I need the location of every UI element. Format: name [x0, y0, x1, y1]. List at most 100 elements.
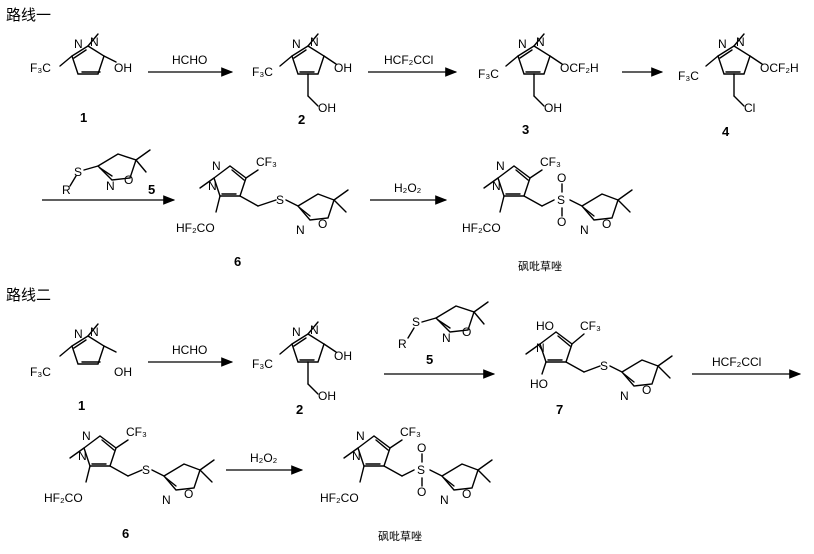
- compound-2-route2: N N F₃C OH OH 2: [252, 321, 352, 417]
- atom-O: O: [557, 171, 566, 185]
- group-oh: OH: [318, 389, 336, 403]
- compound-number: 1: [80, 110, 87, 125]
- atom-N: N: [90, 35, 99, 49]
- compound-6-route2: N N CF₃ HF₂CO S N O 6: [44, 425, 215, 541]
- compound-2-route1: N N F₃C OH OH 2: [252, 33, 352, 127]
- group-oh: OH: [334, 349, 352, 363]
- atom-N: N: [352, 449, 361, 463]
- atom-O: O: [318, 217, 327, 231]
- group-hf2co: HF₂CO: [320, 491, 359, 505]
- atom-N: N: [536, 341, 545, 355]
- compound-1-route2: N N F₃C OH 1: [30, 323, 132, 413]
- atom-S: S: [412, 315, 420, 329]
- atom-N: N: [718, 37, 727, 51]
- atom-N: N: [212, 159, 221, 173]
- atom-O: O: [462, 487, 471, 501]
- atom-O: O: [642, 383, 651, 397]
- atom-S: S: [557, 193, 565, 207]
- atom-HO: HO: [536, 319, 554, 333]
- reagent-hcho: HCHO: [172, 53, 207, 67]
- atom-N: N: [580, 223, 589, 237]
- atom-cl: Cl: [744, 101, 755, 115]
- atom-N: N: [292, 325, 301, 339]
- atom-N: N: [292, 37, 301, 51]
- product-route1: N N CF₃ HF₂CO S O O N O 砜吡草唑: [462, 155, 633, 273]
- reagent-5-route2: S R N O 5: [398, 301, 489, 367]
- reagent-hcf2ccl: HCF₂CCl: [384, 53, 433, 67]
- atom-N: N: [492, 179, 501, 193]
- atom-N: N: [496, 159, 505, 173]
- compound-number: 2: [296, 402, 303, 417]
- compound-4: N N F₃C OCF₂H Cl 4: [678, 33, 799, 139]
- group-cf3: CF₃: [126, 425, 147, 439]
- atom-N: N: [310, 35, 319, 49]
- group-f3c: F₃C: [30, 365, 51, 379]
- group-ocf2h: OCF₂H: [560, 61, 599, 75]
- atom-N: N: [296, 223, 305, 237]
- reagent-h2o2: H₂O₂: [250, 451, 278, 465]
- compound-number: 7: [556, 402, 563, 417]
- reagent-hcf2ccl: HCF₂CCl: [712, 355, 761, 369]
- group-oh: OH: [114, 61, 132, 75]
- group-f3c: F₃C: [252, 65, 273, 79]
- group-cf3: CF₃: [256, 155, 277, 169]
- atom-S: S: [276, 193, 284, 207]
- group-cf3: CF₃: [400, 425, 421, 439]
- atom-S: S: [74, 165, 82, 179]
- atom-N: N: [74, 37, 83, 51]
- reagent-number: 5: [426, 352, 433, 367]
- atom-N: N: [620, 389, 629, 403]
- compound-7: HO N CF₃ HO S N O 7: [525, 319, 673, 417]
- group-oh: OH: [544, 101, 562, 115]
- group-r: R: [398, 337, 407, 351]
- atom-N: N: [440, 493, 449, 507]
- product-name: 砜吡草唑: [378, 530, 422, 543]
- group-ocf2h: OCF₂H: [760, 61, 799, 75]
- atom-S: S: [417, 463, 425, 477]
- compound-number: 6: [234, 254, 241, 269]
- atom-N: N: [78, 449, 87, 463]
- compound-number: 3: [522, 122, 529, 137]
- group-r: R: [62, 183, 71, 197]
- compound-3: N N F₃C OCF₂H OH 3: [478, 33, 599, 137]
- group-hf2co: HF₂CO: [462, 221, 501, 235]
- compound-number: 2: [298, 112, 305, 127]
- atom-O: O: [124, 173, 133, 187]
- group-f3c: F₃C: [252, 357, 273, 371]
- group-oh: OH: [114, 365, 132, 379]
- atom-O: O: [602, 217, 611, 231]
- atom-O: O: [557, 215, 566, 229]
- atom-N: N: [162, 493, 171, 507]
- product-name: 砜吡草唑: [518, 260, 562, 273]
- group-oh: OH: [334, 61, 352, 75]
- atom-O: O: [462, 325, 471, 339]
- compound-number: 6: [122, 526, 129, 541]
- route1-title: 路线一: [6, 6, 51, 24]
- atom-O: O: [184, 487, 193, 501]
- atom-N: N: [90, 325, 99, 339]
- atom-N: N: [310, 323, 319, 337]
- compound-number: 1: [78, 398, 85, 413]
- reagent-h2o2: H₂O₂: [394, 181, 422, 195]
- atom-O: O: [417, 441, 426, 455]
- atom-S: S: [600, 359, 608, 373]
- atom-S: S: [142, 463, 150, 477]
- group-cf3: CF₃: [580, 319, 601, 333]
- compound-1-route1: N N F₃C OH 1: [30, 33, 132, 125]
- atom-N: N: [356, 429, 365, 443]
- group-cf3: CF₃: [540, 155, 561, 169]
- group-hf2co: HF₂CO: [176, 221, 215, 235]
- group-oh: OH: [318, 101, 336, 115]
- atom-N: N: [106, 179, 115, 193]
- group-f3c: F₃C: [678, 69, 699, 83]
- reagent-hcho: HCHO: [172, 343, 207, 357]
- reagent-5-route1: S R N O 5: [62, 149, 155, 197]
- compound-6-route1: N N CF₃ HF₂CO S N O 6: [176, 155, 349, 269]
- atom-N: N: [736, 35, 745, 49]
- group-ho: HO: [530, 377, 548, 391]
- atom-N: N: [518, 37, 527, 51]
- atom-N: N: [536, 35, 545, 49]
- atom-N: N: [208, 179, 217, 193]
